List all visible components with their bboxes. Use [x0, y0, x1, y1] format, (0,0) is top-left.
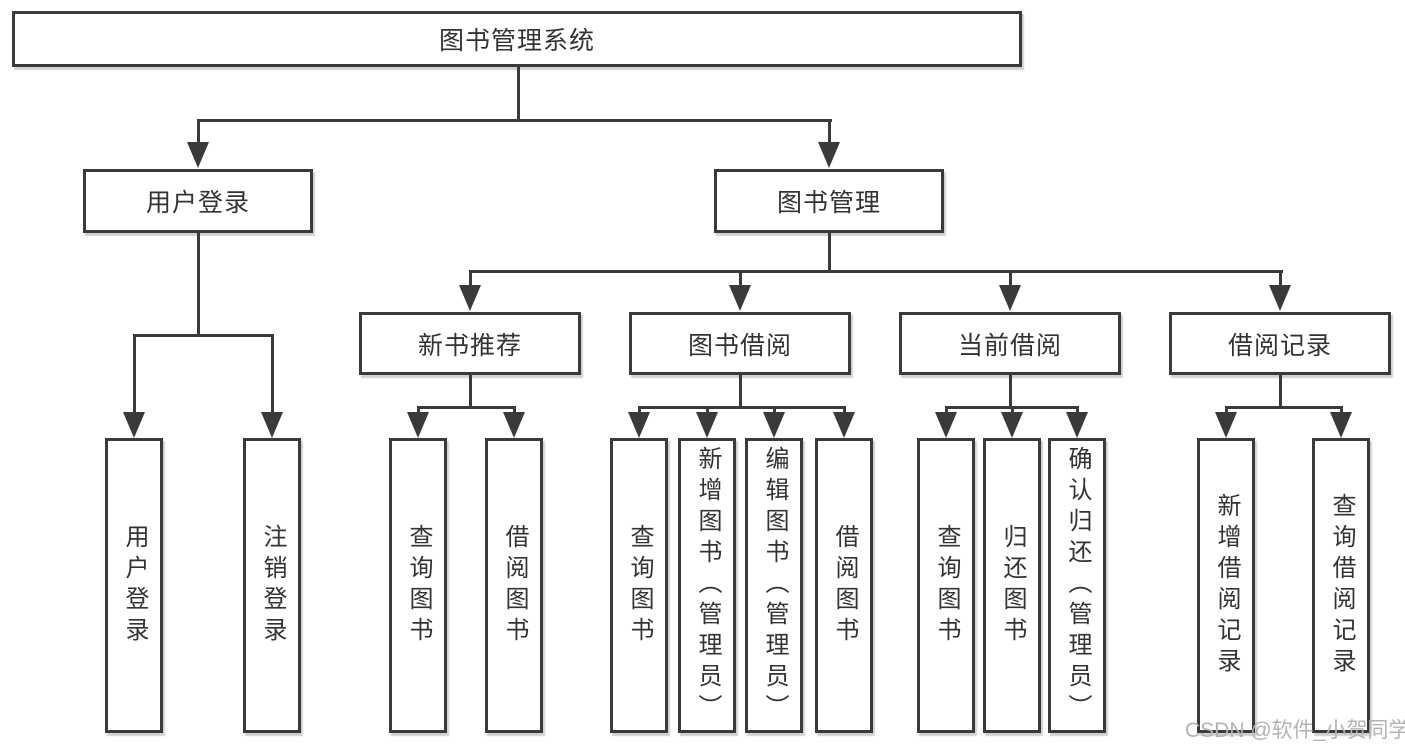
leaf-label: 用户登录 — [121, 523, 148, 648]
leaf-records-add-record: 新增借阅记录 — [1197, 438, 1255, 733]
connector-line — [828, 119, 831, 145]
leaf-label: 新增图书（管理员） — [694, 446, 721, 725]
leaf-logout: 注销登录 — [243, 438, 301, 733]
arrowhead — [833, 412, 855, 438]
leaf-label: 注销登录 — [259, 523, 286, 648]
arrowhead — [1269, 285, 1291, 311]
connector-line — [638, 406, 641, 414]
node-label: 图书借阅 — [687, 331, 792, 360]
connector-line — [513, 406, 516, 414]
connector-line — [469, 270, 472, 287]
arrowhead — [1066, 412, 1088, 438]
connector-line — [517, 67, 520, 121]
connector-line — [197, 119, 200, 145]
connector-line — [469, 270, 1283, 273]
arrowhead — [187, 142, 209, 168]
leaf-borrowing-add-book-admin: 新增图书（管理员） — [678, 438, 736, 733]
node-book-borrowing: 图书借阅 — [629, 312, 851, 375]
leaf-label: 新增借阅记录 — [1213, 492, 1240, 679]
leaf-borrowing-edit-book-admin: 编辑图书（管理员） — [745, 438, 803, 733]
arrowhead — [729, 285, 751, 311]
arrowhead — [261, 412, 283, 438]
leaf-label: 查询图书 — [933, 523, 960, 648]
node-label: 图书管理 — [776, 189, 881, 217]
leaf-label: 确认归还（管理员） — [1064, 446, 1091, 725]
connector-line — [773, 406, 776, 414]
connector-line — [1340, 406, 1343, 414]
arrowhead — [407, 412, 429, 438]
leaf-label: 查询图书 — [405, 523, 432, 648]
arrowhead — [503, 412, 525, 438]
leaf-label: 借阅图书 — [831, 523, 858, 648]
node-label: 当前借阅 — [957, 331, 1062, 360]
leaf-recommend-query-book: 查询图书 — [389, 438, 447, 733]
leaf-current-return-book: 归还图书 — [983, 438, 1041, 733]
leaf-label: 编辑图书（管理员） — [761, 446, 788, 725]
node-book-management: 图书管理 — [714, 169, 944, 233]
connector-line — [1225, 406, 1228, 414]
node-library-management-system: 图书管理系统 — [12, 11, 1022, 67]
leaf-borrowing-borrow-book: 借阅图书 — [815, 438, 873, 733]
node-borrowing-records: 借阅记录 — [1169, 312, 1391, 375]
connector-line — [197, 119, 832, 122]
arrowhead — [1001, 412, 1023, 438]
leaf-user-login: 用户登录 — [105, 438, 163, 733]
arrowhead — [818, 142, 840, 168]
connector-line — [469, 374, 472, 409]
node-label: 新书推荐 — [417, 331, 522, 360]
leaf-recommend-borrow-book: 借阅图书 — [485, 438, 543, 733]
connector-line — [133, 334, 136, 412]
leaf-label: 查询借阅记录 — [1328, 492, 1355, 679]
connector-line — [1011, 406, 1014, 414]
connector-line — [638, 406, 846, 409]
arrowhead — [935, 412, 957, 438]
connector-line — [133, 334, 274, 337]
arrowhead — [628, 412, 650, 438]
arrowhead — [696, 412, 718, 438]
leaf-current-confirm-return-admin: 确认归还（管理员） — [1048, 438, 1106, 733]
connector-line — [1009, 374, 1012, 409]
connector-line — [945, 406, 948, 414]
node-label: 图书管理系统 — [438, 27, 595, 55]
connector-line — [1076, 406, 1079, 414]
connector-line — [1279, 270, 1282, 287]
node-label: 用户登录 — [145, 189, 250, 217]
arrowhead — [1215, 412, 1237, 438]
connector-line — [843, 406, 846, 414]
connector-line — [417, 406, 420, 414]
connector-line — [271, 334, 274, 412]
leaf-current-query-book: 查询图书 — [917, 438, 975, 733]
connector-line — [739, 374, 742, 409]
arrowhead — [763, 412, 785, 438]
leaf-borrowing-query-book: 查询图书 — [610, 438, 668, 733]
leaf-label: 查询图书 — [626, 523, 653, 648]
node-current-borrowing: 当前借阅 — [899, 312, 1121, 375]
arrowhead — [123, 412, 145, 438]
connector-line — [197, 233, 200, 336]
connector-line — [828, 233, 831, 273]
node-label: 借阅记录 — [1227, 331, 1332, 360]
connector-line — [739, 270, 742, 287]
node-new-book-recommendation: 新书推荐 — [359, 312, 581, 375]
connector-line — [1225, 406, 1343, 409]
connector-line — [1279, 374, 1282, 409]
arrowhead — [999, 285, 1021, 311]
arrowhead — [1330, 412, 1352, 438]
leaf-records-query-record: 查询借阅记录 — [1312, 438, 1370, 733]
node-user-login: 用户登录 — [83, 169, 313, 233]
connector-line — [1009, 270, 1012, 287]
connector-line — [706, 406, 709, 414]
leaf-label: 归还图书 — [999, 523, 1026, 648]
leaf-label: 借阅图书 — [501, 523, 528, 648]
arrowhead — [459, 285, 481, 311]
connector-line — [417, 406, 516, 409]
csdn-watermark: CSDN @软件_小贺同学 — [1185, 719, 1405, 742]
